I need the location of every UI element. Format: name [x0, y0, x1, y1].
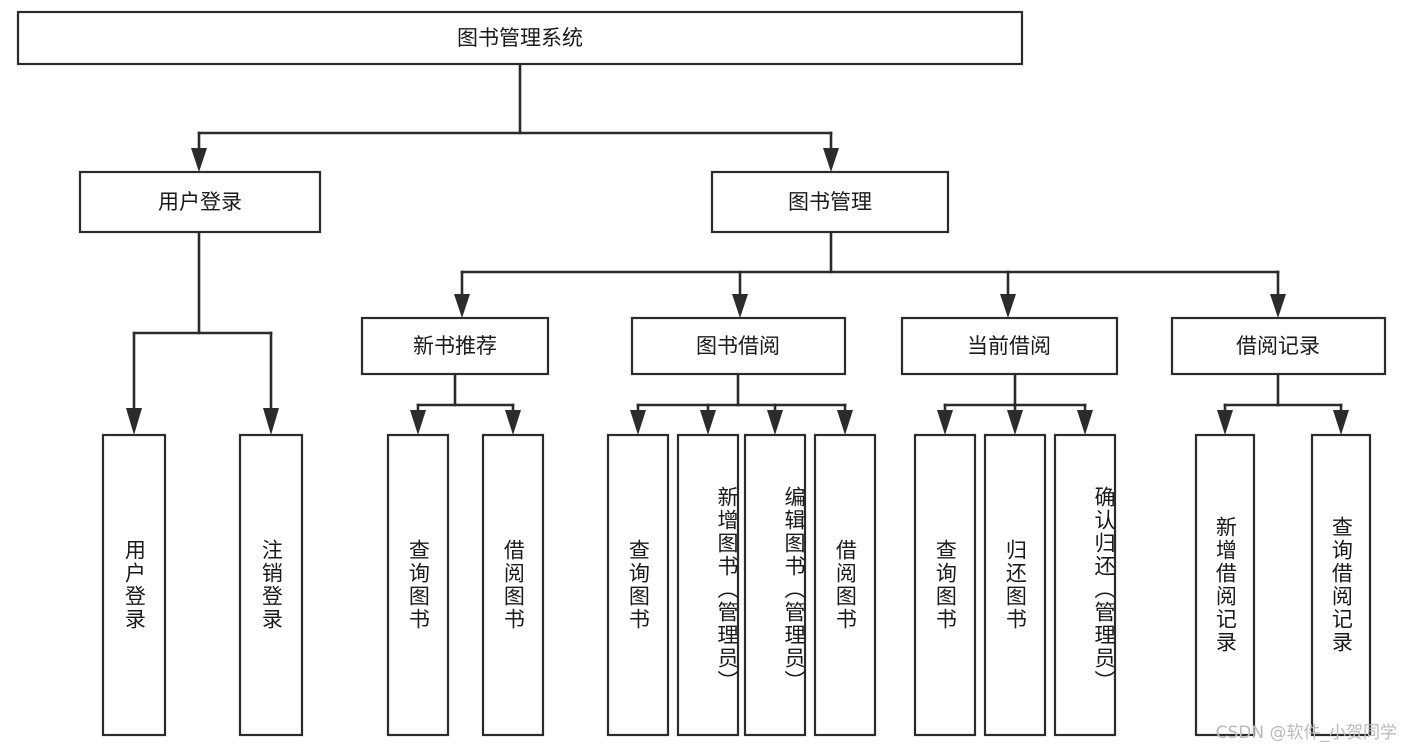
connector-group-root [191, 62, 839, 172]
node-box-current-borrow[interactable] [900, 316, 1119, 376]
node-box-root[interactable] [16, 10, 1024, 66]
node-box-leaf-query-book-rec[interactable] [386, 433, 450, 737]
node-label-root: 图书管理系统 [457, 26, 583, 50]
arrow-head-leaf-return-book [1007, 410, 1023, 435]
node-box-leaf-return-book[interactable] [983, 433, 1047, 737]
node-label-leaf-borrow-book-rec: 借阅图书 [501, 539, 526, 631]
node-box-book-borrow[interactable] [630, 316, 847, 376]
node-boxes-level1: 图书管理系统 [16, 10, 1024, 66]
arrow-head-user-login [191, 148, 207, 172]
node-box-leaf-query-record[interactable] [1310, 433, 1372, 737]
arrow-head-leaf-edit-book [767, 410, 783, 435]
node-label-leaf-borrow-book: 借阅图书 [833, 539, 858, 631]
node-label-new-book-rec: 新书推荐 [413, 334, 497, 358]
connector-group-new-book-rec [410, 372, 521, 435]
node-box-leaf-confirm-return[interactable] [1053, 433, 1117, 737]
node-label-leaf-confirm-return: 确认归还（管理员） [1092, 485, 1116, 693]
node-box-leaf-edit-book[interactable] [743, 433, 807, 737]
node-label-borrow-record: 借阅记录 [1236, 334, 1320, 358]
node-label-leaf-edit-book: 编辑图书（管理员） [782, 485, 806, 693]
node-boxes-leaves [101, 433, 1372, 737]
arrow-head-borrow-record [1270, 294, 1286, 318]
node-box-leaf-logout[interactable] [238, 433, 304, 737]
node-label-leaf-return-book: 归还图书 [1003, 539, 1028, 631]
node-label-leaf-query-book-rec: 查询图书 [406, 539, 431, 631]
connector-group-borrow-record [1217, 372, 1349, 435]
node-box-leaf-user-login[interactable] [101, 433, 167, 737]
node-label-leaf-query-book-cur: 查询图书 [933, 539, 958, 631]
node-box-leaf-borrow-book[interactable] [813, 433, 877, 737]
watermark-text: CSDN @软件_小贺同学 [1215, 723, 1397, 743]
node-box-new-book-rec[interactable] [360, 316, 550, 376]
node-box-leaf-query-book-borrow[interactable] [606, 433, 670, 737]
arrow-head-leaf-query-book-rec [410, 410, 426, 435]
arrow-head-leaf-add-book [700, 410, 716, 435]
arrow-head-leaf-confirm-return [1077, 410, 1093, 435]
node-label-book-manage: 图书管理 [788, 190, 872, 214]
node-boxes-level3: 新书推荐 图书借阅 当前借阅 借阅记录 [360, 316, 1387, 376]
arrow-head-leaf-query-book-borrow [630, 410, 646, 435]
node-label-user-login: 用户登录 [158, 190, 242, 214]
node-label-leaf-logout: 注销登录 [259, 539, 284, 631]
node-box-leaf-add-book[interactable] [676, 433, 740, 737]
connector-group-book-manage [454, 230, 1286, 318]
node-boxes-level2: 用户登录 图书管理 [78, 170, 950, 234]
node-box-book-manage[interactable] [710, 170, 950, 234]
node-box-leaf-query-book-cur[interactable] [913, 433, 977, 737]
arrow-head-leaf-user-login [126, 408, 142, 435]
arrow-head-new-book-rec [454, 294, 470, 318]
arrow-head-leaf-query-record [1333, 410, 1349, 435]
connector-group-current-borrow [937, 372, 1093, 435]
node-label-leaf-add-record: 新增借阅记录 [1213, 516, 1238, 654]
node-label-current-borrow: 当前借阅 [967, 334, 1051, 358]
node-box-user-login[interactable] [78, 170, 322, 234]
node-label-leaf-query-record: 查询借阅记录 [1329, 516, 1354, 654]
arrow-head-book-borrow [732, 294, 748, 318]
arrow-head-leaf-logout [263, 408, 279, 435]
arrow-head-leaf-add-record [1217, 410, 1233, 435]
node-label-book-borrow: 图书借阅 [696, 334, 780, 358]
node-box-borrow-record[interactable] [1170, 316, 1387, 376]
node-label-leaf-query-book-borrow: 查询图书 [626, 539, 651, 631]
arrow-head-leaf-borrow-book-rec [505, 410, 521, 435]
node-box-leaf-borrow-book-rec[interactable] [481, 433, 545, 737]
arrow-head-leaf-borrow-book [837, 410, 853, 435]
connector-group-user-login [126, 230, 279, 435]
arrow-head-leaf-query-book-cur [937, 410, 953, 435]
arrow-head-book-manage [823, 148, 839, 172]
connector-group-book-borrow [630, 372, 853, 435]
node-label-leaf-user-login: 用户登录 [122, 539, 147, 631]
node-box-leaf-add-record[interactable] [1194, 433, 1256, 737]
arrow-head-current-borrow [1000, 294, 1016, 318]
node-label-leaf-add-book: 新增图书（管理员） [715, 485, 739, 693]
